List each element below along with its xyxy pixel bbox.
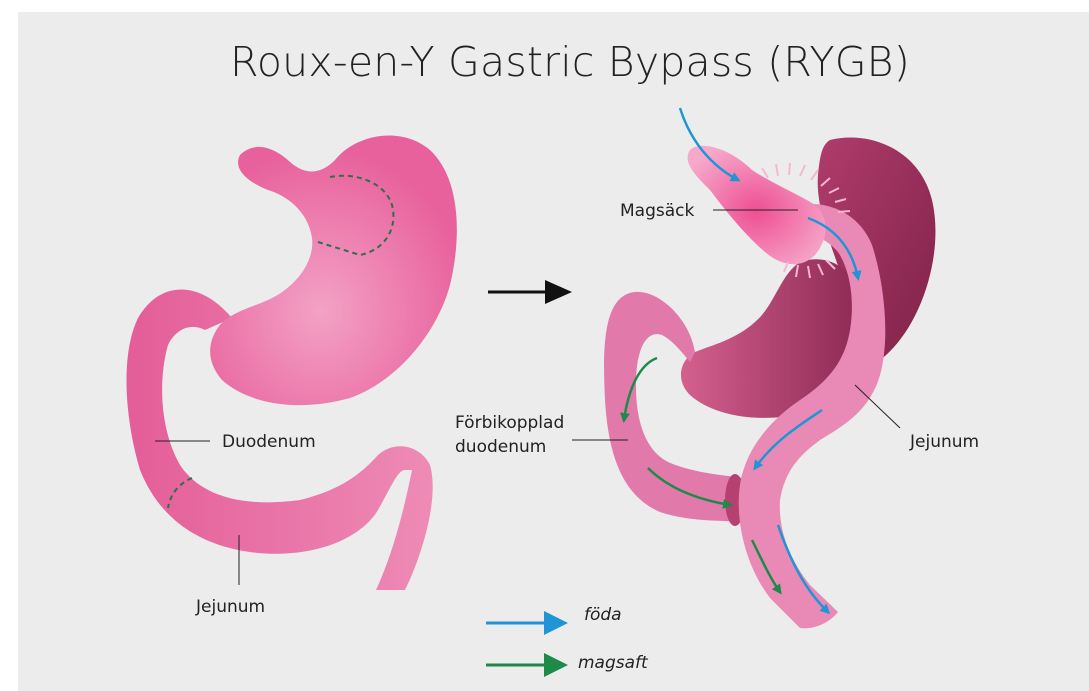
bypass-illustration: Magsäck Förbikopplad duodenum Jejunum — [455, 108, 979, 628]
normal-stomach-illustration: Duodenum Jejunum — [126, 136, 456, 617]
label-forbikopplad-line2: duodenum — [455, 437, 546, 457]
legend-juice-swatch — [486, 653, 568, 677]
label-jejunum-left: Jejunum — [195, 597, 265, 617]
legend-juice-label: magsaft — [578, 653, 649, 673]
legend-food-label: föda — [584, 605, 622, 625]
label-magsack: Magsäck — [620, 201, 694, 221]
transition-arrow — [488, 280, 572, 304]
label-forbikopplad-line1: Förbikopplad — [455, 413, 564, 433]
label-duodenum: Duodenum — [222, 432, 316, 452]
label-jejunum-right: Jejunum — [909, 432, 979, 452]
legend: föda magsaft — [486, 605, 649, 677]
gastric-pouch — [688, 146, 826, 264]
legend-food-swatch — [486, 611, 568, 635]
